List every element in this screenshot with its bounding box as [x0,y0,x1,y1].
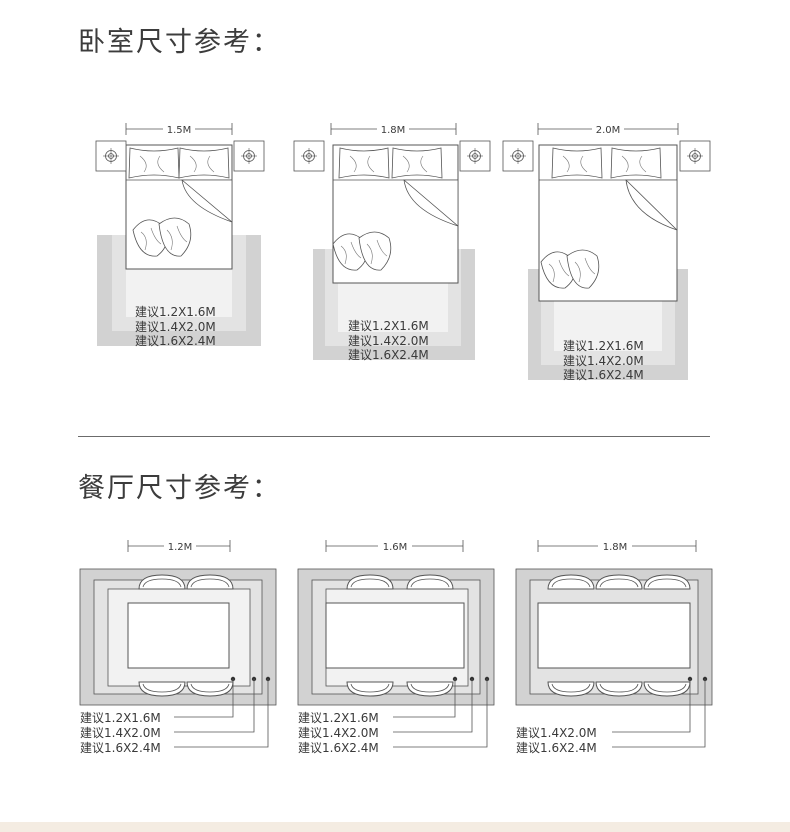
rug-suggestion-label: 建议1.2X1.6M [563,339,644,353]
bedroom-plan-2: 1.8M 建议1.2X1.6M 建议1.4X2.0M 建议1.6X2.4M [293,122,491,362]
section-divider [78,436,710,437]
dining-plan-1: 1.2M 建议1.2X1.6M 建议1.4X2.0M 建议1.6X2.4M [79,539,277,755]
rug-suggestion-label: 建议1.6X2.4M [516,741,597,755]
rug-suggestion-label: 建议1.4X2.0M [80,726,161,740]
bedroom-plan-3: 2.0M 建议1.2X1.6M 建议1.4X2.0M 建议1.6X2.4M [502,122,711,382]
dining-table [537,602,691,669]
rug-suggestion-label: 建议1.4X2.0M [348,334,429,348]
bed-width-label: 1.5M [167,125,192,136]
rug-suggestion-label: 建议1.4X2.0M [563,354,644,368]
bedroom-section-title: 卧室尺寸参考： [78,27,281,58]
rug-suggestion-label: 建议1.6X2.4M [298,741,379,755]
rug-suggestion-label: 建议1.2X1.6M [80,711,161,725]
rug-suggestion-label: 建议1.4X2.0M [135,320,216,334]
rug-suggestion-label: 建议1.6X2.4M [348,348,429,362]
rug-suggestion-label: 建议1.2X1.6M [298,711,379,725]
dining-table [127,602,230,669]
dining-plan-2: 1.6M 建议1.2X1.6M 建议1.4X2.0M 建议1.6X2.4M [297,539,495,755]
rug-suggestion-label: 建议1.2X1.6M [135,305,216,319]
rug-suggestion-label: 建议1.6X2.4M [135,334,216,348]
table-width-label: 1.2M [168,542,193,553]
dining-section-title: 餐厅尺寸参考： [78,473,281,504]
bedroom-plan-1: 1.5M 建议1.2X1.6M 建议1.4X2.0M 建议1.6X2.4M [95,122,265,348]
rug-suggestion-label: 建议1.6X2.4M [80,741,161,755]
table-width-label: 1.8M [603,542,628,553]
bed-width-label: 2.0M [596,125,621,136]
table-width-label: 1.6M [383,542,408,553]
dining-plan-3: 1.8M 建议1.4X2.0M 建议1.6X2.4M [515,539,713,755]
rug-suggestion-label: 建议1.2X1.6M [348,319,429,333]
rug-suggestion-label: 建议1.4X2.0M [298,726,379,740]
bed-width-label: 1.8M [381,125,406,136]
rug-suggestion-label: 建议1.6X2.4M [563,368,644,382]
dining-table [325,602,465,669]
bottom-band [0,822,790,832]
rug-suggestion-label: 建议1.4X2.0M [516,726,597,740]
